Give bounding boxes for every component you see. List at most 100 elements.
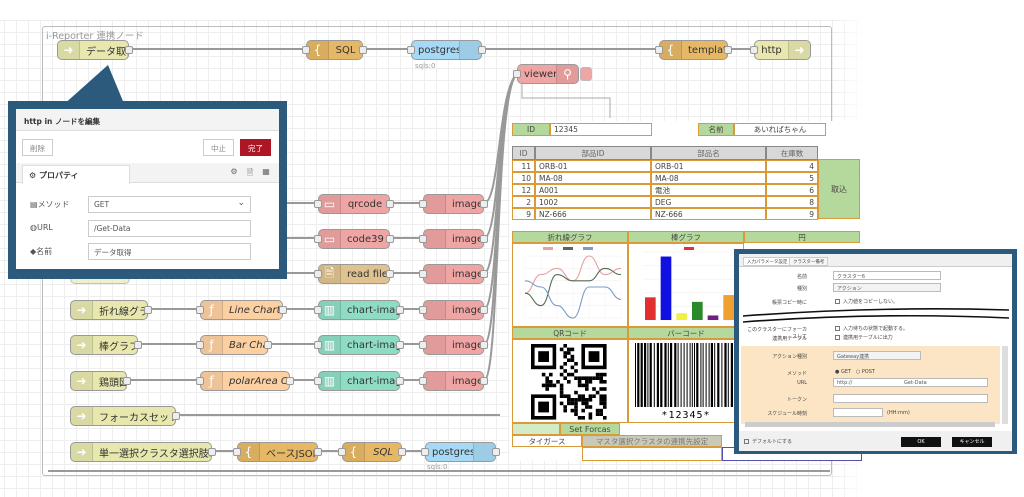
postgres-node[interactable]: postgres	[407, 40, 486, 60]
set-focus-button[interactable]: Set Forcas	[560, 423, 620, 435]
checkbox[interactable]	[744, 439, 749, 444]
checkbox[interactable]	[835, 326, 840, 331]
link-checkbox-row[interactable]: 連携用テーブルに出力	[835, 334, 893, 341]
copy-checkbox-row[interactable]: 入力値をコピーしない。	[835, 298, 898, 305]
inject-node-line-chart[interactable]: ➜折れ線グラフ	[70, 300, 152, 320]
output-port[interactable]	[480, 341, 488, 349]
output-port[interactable]	[396, 306, 404, 314]
output-port[interactable]	[172, 412, 180, 420]
input-port[interactable]	[233, 448, 241, 456]
input-port[interactable]	[655, 46, 663, 54]
template-node-sql[interactable]: {SQL	[338, 442, 406, 462]
chart-image-node[interactable]: ▥chart-image	[314, 371, 404, 391]
output-port[interactable]	[396, 377, 404, 385]
image-node[interactable]: image	[419, 194, 488, 214]
type-select[interactable]: アクション	[833, 283, 941, 292]
ok-button[interactable]: OK	[901, 437, 941, 447]
tab-properties[interactable]: ⚙ プロパティ	[22, 165, 130, 184]
input-port[interactable]	[314, 377, 322, 385]
inject-node-focus-set[interactable]: ➜フォーカスセット	[70, 406, 180, 426]
chart-image-node[interactable]: ▥chart-image	[314, 300, 404, 320]
output-port[interactable]	[492, 448, 500, 456]
focus-checkbox-row[interactable]: 入力待ちの状態で起動する。	[835, 325, 908, 332]
template-node[interactable]: { template	[655, 40, 732, 60]
schedule-input[interactable]	[833, 408, 883, 417]
cluster-name-input[interactable]: クラスター6	[833, 271, 941, 280]
import-button[interactable]: 取込	[818, 159, 860, 219]
output-port[interactable]	[386, 200, 394, 208]
id-field[interactable]: 12345	[550, 123, 652, 136]
input-port[interactable]	[314, 200, 322, 208]
checkbox[interactable]	[835, 335, 840, 340]
postgres-node[interactable]: postgres	[421, 442, 500, 462]
input-port[interactable]	[302, 46, 310, 54]
name-input[interactable]: データ取得	[88, 243, 251, 260]
image-node[interactable]: image	[419, 229, 488, 249]
output-port[interactable]	[208, 448, 216, 456]
input-port[interactable]	[421, 448, 429, 456]
url-input[interactable]: /Get-Data	[88, 220, 251, 237]
inject-node-single-select[interactable]: ➜単一選択クラスタ選択肢取得	[70, 442, 216, 462]
delete-button[interactable]: 削除	[22, 139, 53, 156]
output-port[interactable]	[123, 377, 131, 385]
output-port[interactable]	[134, 341, 142, 349]
viewer-toggle-button[interactable]	[580, 67, 592, 81]
code39-node[interactable]: ▭ code39	[314, 229, 394, 249]
input-port[interactable]	[314, 306, 322, 314]
viewer-node[interactable]: viewer ⚲	[513, 64, 579, 84]
input-port[interactable]	[513, 70, 521, 78]
output-port[interactable]	[386, 235, 394, 243]
input-port[interactable]	[419, 306, 427, 314]
appearance-icon[interactable]: ▦	[262, 167, 270, 176]
default-checkbox-row[interactable]: デフォルトにする	[744, 438, 792, 445]
tab-cluster-notes[interactable]: クラスター備考	[789, 257, 829, 266]
done-button[interactable]: 完了	[240, 139, 271, 156]
output-port[interactable]	[724, 46, 732, 54]
settings-icon[interactable]: ⚙	[230, 167, 238, 176]
input-port[interactable]	[750, 46, 758, 54]
input-port[interactable]	[419, 341, 427, 349]
cancel-button[interactable]: 中止	[203, 139, 234, 156]
master-select-field[interactable]	[582, 447, 722, 461]
output-port[interactable]	[480, 235, 488, 243]
output-port[interactable]	[125, 46, 133, 54]
output-port[interactable]	[480, 200, 488, 208]
tab-input-params[interactable]: 入力パラメータ設定	[743, 257, 792, 266]
name-field[interactable]: あいればちゃん	[734, 123, 826, 136]
inject-node-polar-chart[interactable]: ➜鶏頭図	[70, 371, 131, 391]
output-port[interactable]	[286, 377, 294, 385]
input-port[interactable]	[419, 235, 427, 243]
output-port[interactable]	[480, 270, 488, 278]
output-port[interactable]	[279, 306, 287, 314]
input-port[interactable]	[196, 377, 204, 385]
image-node[interactable]: image	[419, 264, 488, 284]
inject-node-bar-chart[interactable]: ➜棒グラフ	[70, 335, 142, 355]
output-port[interactable]	[386, 270, 394, 278]
cancel-button[interactable]: キャンセル	[952, 437, 992, 447]
template-node-sql[interactable]: { SQL	[302, 40, 367, 60]
input-port[interactable]	[338, 448, 346, 456]
horizontal-scrollbar[interactable]	[745, 422, 995, 427]
radio-get[interactable]: ●	[835, 369, 841, 375]
input-port[interactable]	[419, 200, 427, 208]
output-port[interactable]	[396, 341, 404, 349]
http-response-node[interactable]: http ➜	[750, 40, 811, 60]
input-port[interactable]	[314, 341, 322, 349]
input-port[interactable]	[419, 270, 427, 278]
input-port[interactable]	[196, 306, 204, 314]
template-node-base-json[interactable]: {ベースJSON	[233, 442, 322, 462]
tigers-field[interactable]: タイガース	[512, 435, 582, 447]
input-port[interactable]	[419, 377, 427, 385]
input-port[interactable]	[407, 46, 415, 54]
action-type-select[interactable]: Gateway連携	[833, 351, 921, 360]
vertical-scrollbar[interactable]	[1002, 346, 1008, 424]
read-file-node[interactable]: 🗎 read file	[314, 264, 394, 284]
image-node[interactable]: image	[419, 300, 488, 320]
url-input[interactable]: http://Get-Data	[833, 378, 988, 387]
chart-image-node[interactable]: ▥chart-image	[314, 335, 404, 355]
input-port[interactable]	[196, 341, 204, 349]
output-port[interactable]	[480, 377, 488, 385]
output-port[interactable]	[478, 46, 486, 54]
